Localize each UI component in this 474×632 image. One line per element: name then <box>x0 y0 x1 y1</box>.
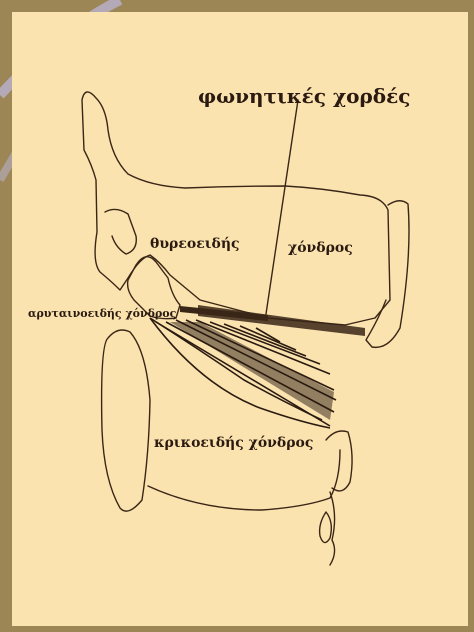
cricoid-cartilage <box>102 330 150 511</box>
thyroid-front-plate <box>366 201 409 348</box>
label-vocal-cords: φωνητικές χορδές <box>198 84 410 108</box>
trachea-segment <box>320 512 332 543</box>
label-cricoid: κρικοειδής χόνδρος <box>154 435 313 451</box>
vocal-cords-pointer <box>266 100 298 314</box>
label-thyroid-word1: θυρεοειδής <box>150 236 240 252</box>
thyroid-notch <box>105 209 136 254</box>
label-thyroid-word2: χόνδρος <box>288 240 353 256</box>
label-arytenoid: αρυταινοειδής χόνδρος <box>28 307 177 320</box>
cricoid-arch <box>148 450 340 510</box>
muscle-hatching <box>150 318 336 428</box>
